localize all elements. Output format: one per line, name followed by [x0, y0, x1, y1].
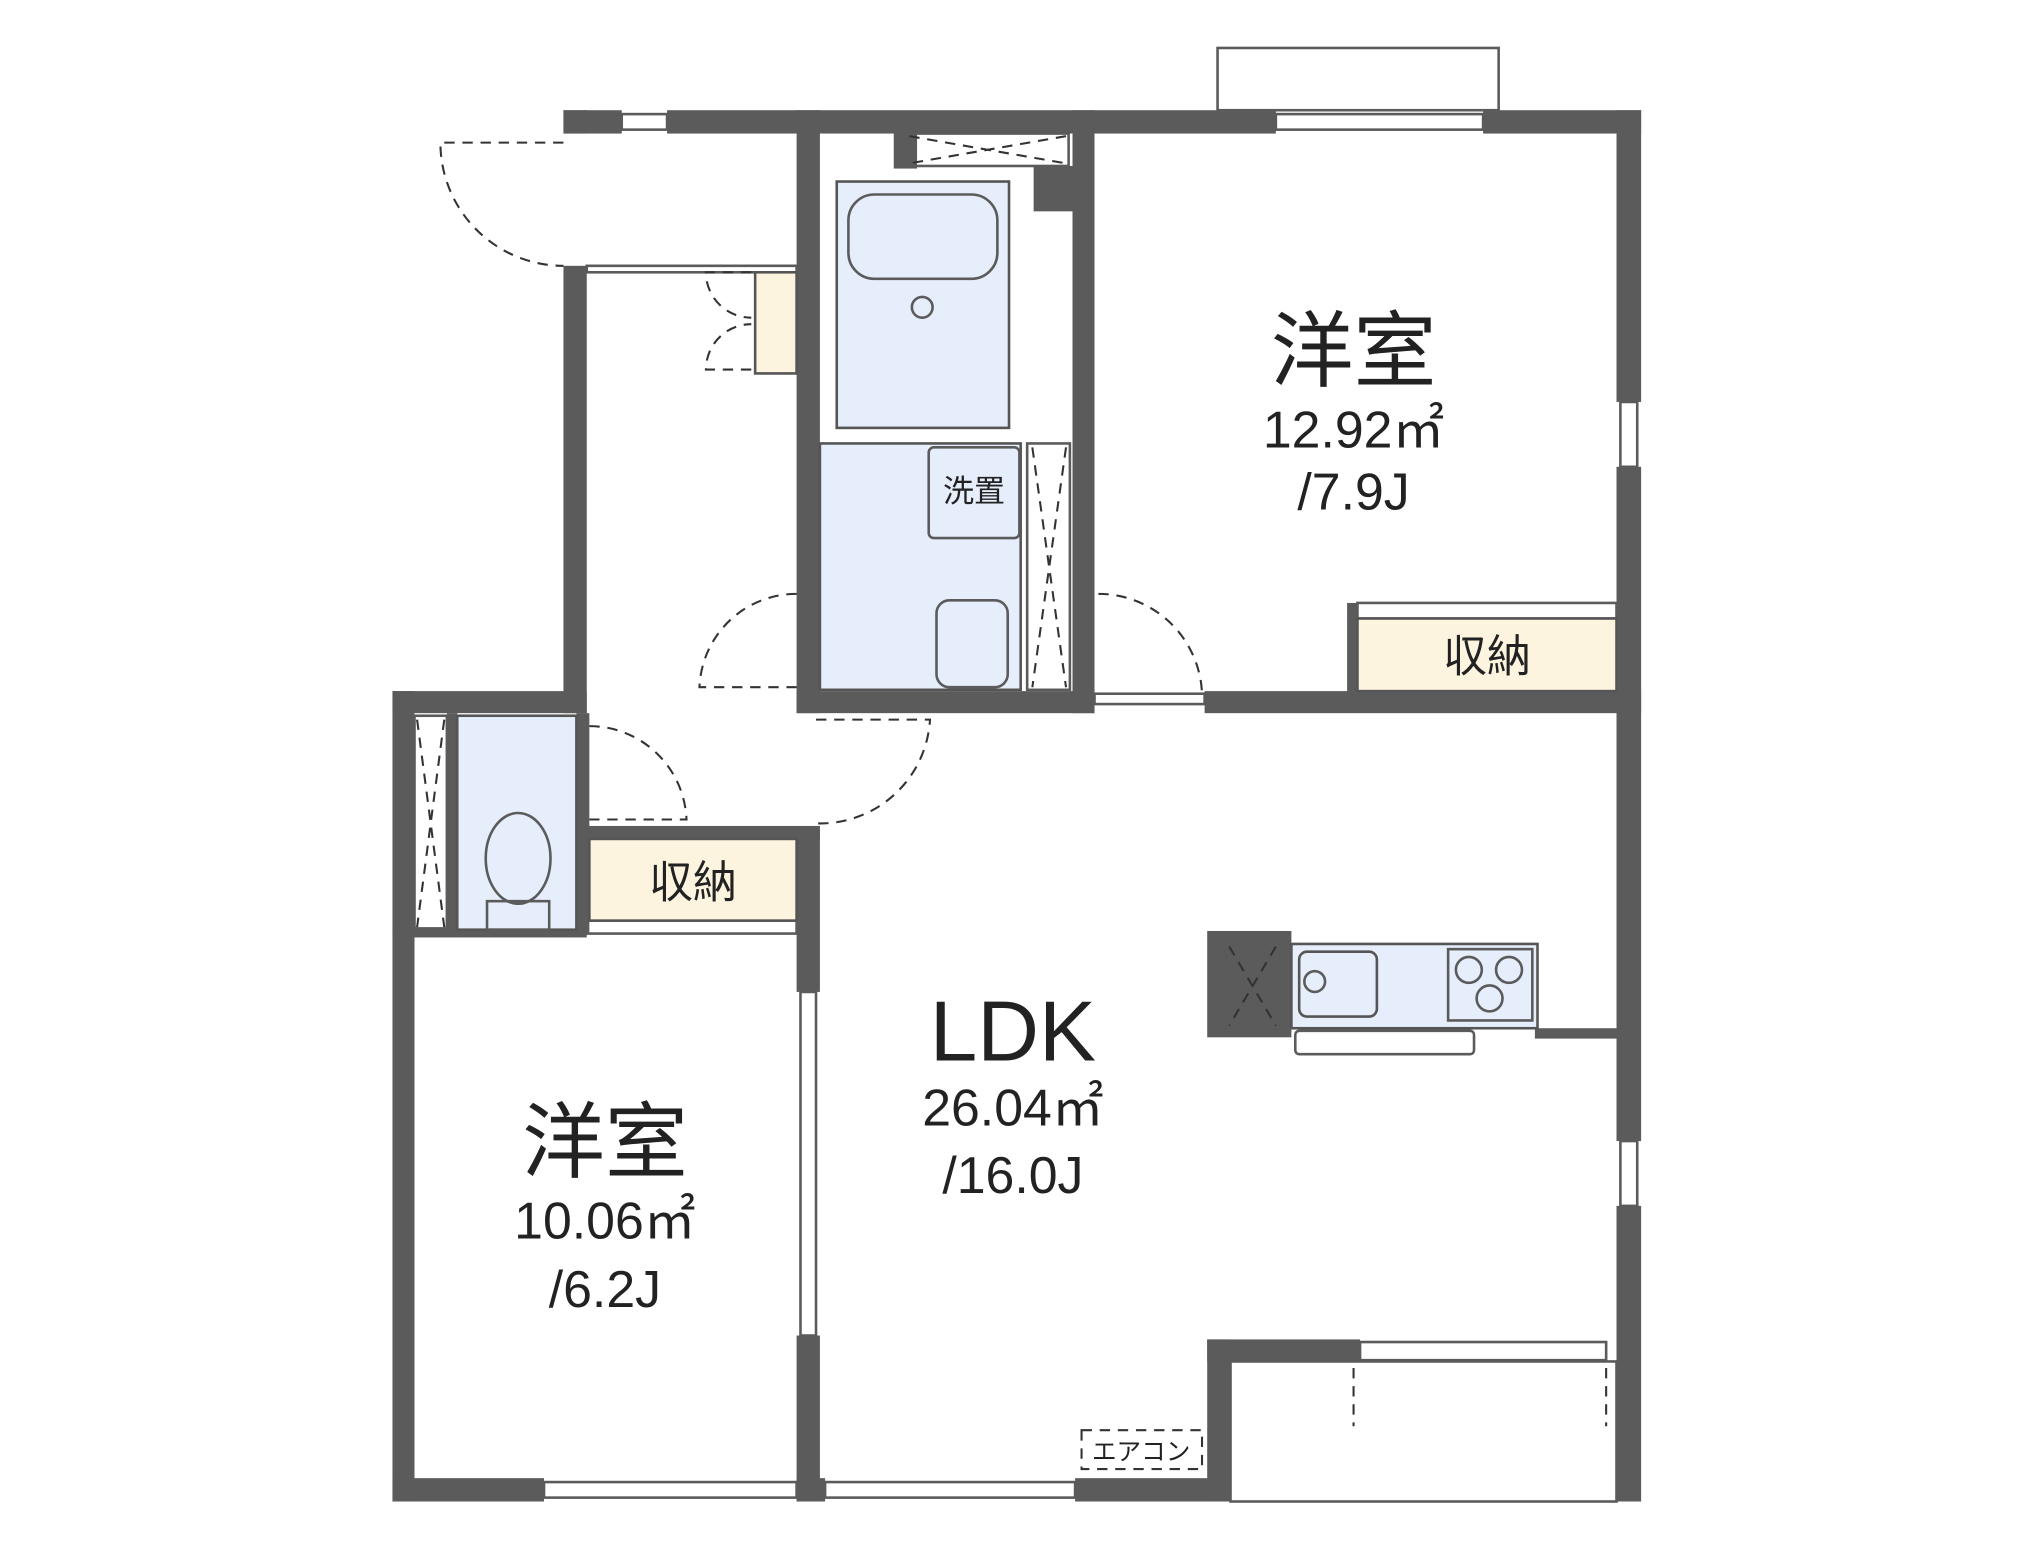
- toilet-room: [455, 714, 578, 931]
- room-area: 26.04㎡: [922, 1078, 1103, 1136]
- aircon-label: エアコン: [1092, 1437, 1190, 1466]
- room-area: 10.06㎡: [514, 1191, 695, 1249]
- kitchen: [1225, 942, 1539, 1056]
- bathtub: [835, 180, 1011, 430]
- room-size: /6.2J: [549, 1260, 661, 1318]
- room-ldk: LDK 26.04㎡ /16.0J: [922, 985, 1103, 1204]
- washer-label: 洗置: [943, 474, 1005, 510]
- sink: [935, 599, 1010, 689]
- walls: [392, 110, 1642, 1502]
- washroom: [818, 442, 1022, 692]
- storage-2-label: 収納: [649, 857, 737, 908]
- room-size: /16.0J: [942, 1146, 1083, 1204]
- room-bedroom-1: 洋室 12.92㎡ /7.9J: [1263, 303, 1444, 521]
- bath-area: 洗置: [413, 132, 1072, 931]
- toilet-icon: [484, 811, 552, 906]
- kitchen-sink: [1297, 950, 1379, 1018]
- room-size: /7.9J: [1297, 463, 1409, 521]
- storage-1-label: 収納: [1443, 632, 1531, 683]
- storage-1: [1356, 617, 1618, 693]
- room-name: 洋室: [522, 1094, 688, 1191]
- storage-2: [588, 837, 798, 922]
- room-bedroom-2: 洋室 10.06㎡ /6.2J: [514, 1094, 695, 1318]
- stove-icon: [1446, 947, 1534, 1022]
- room-name: LDK: [930, 985, 1096, 1080]
- shoe-storage: [753, 270, 798, 375]
- room-area: 12.92㎡: [1263, 400, 1444, 458]
- room-name: 洋室: [1271, 303, 1437, 400]
